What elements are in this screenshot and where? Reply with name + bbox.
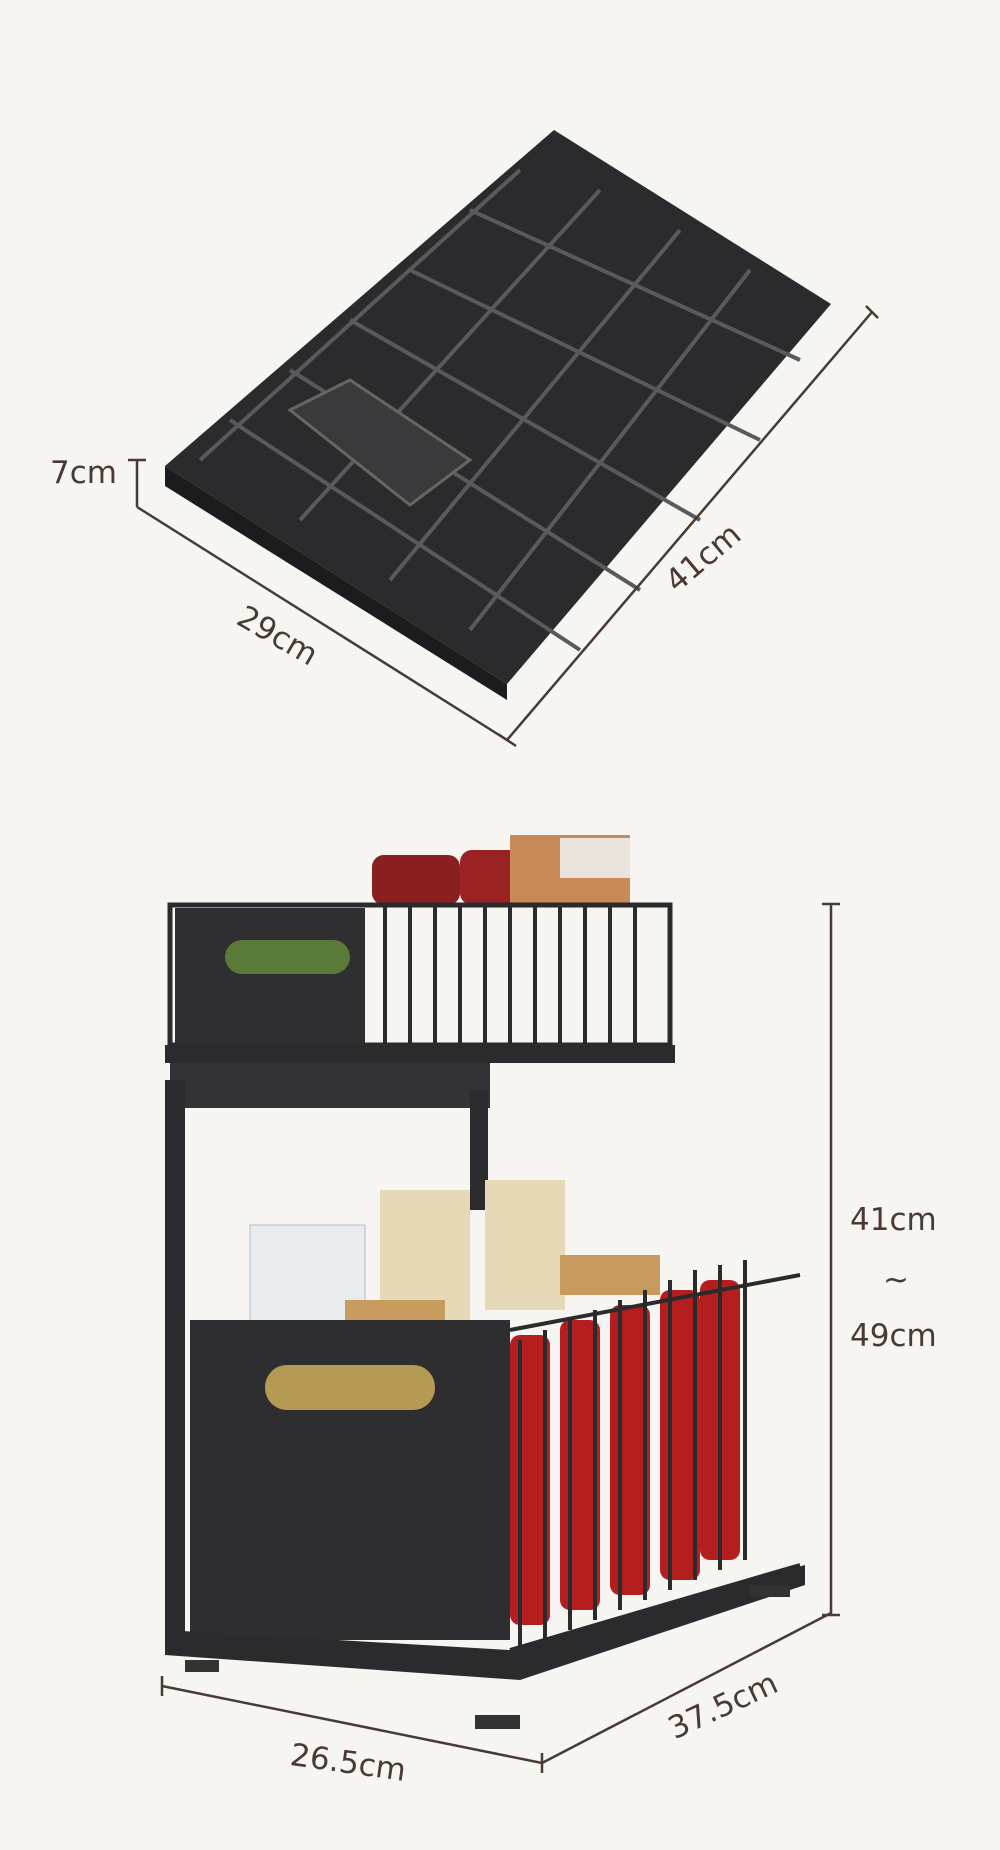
- folded-height-label: 7cm: [50, 455, 117, 491]
- folded-rack-image: [165, 130, 831, 700]
- assembled-rack-image: [165, 835, 805, 1729]
- assembled-dimension-lines: [160, 902, 840, 1773]
- assembled-height-max-label: 49cm: [850, 1318, 937, 1354]
- assembled-height-min-label: 41cm: [850, 1202, 937, 1238]
- assembled-height-separator: ~: [883, 1262, 909, 1298]
- folded-dimension-lines: [128, 305, 879, 748]
